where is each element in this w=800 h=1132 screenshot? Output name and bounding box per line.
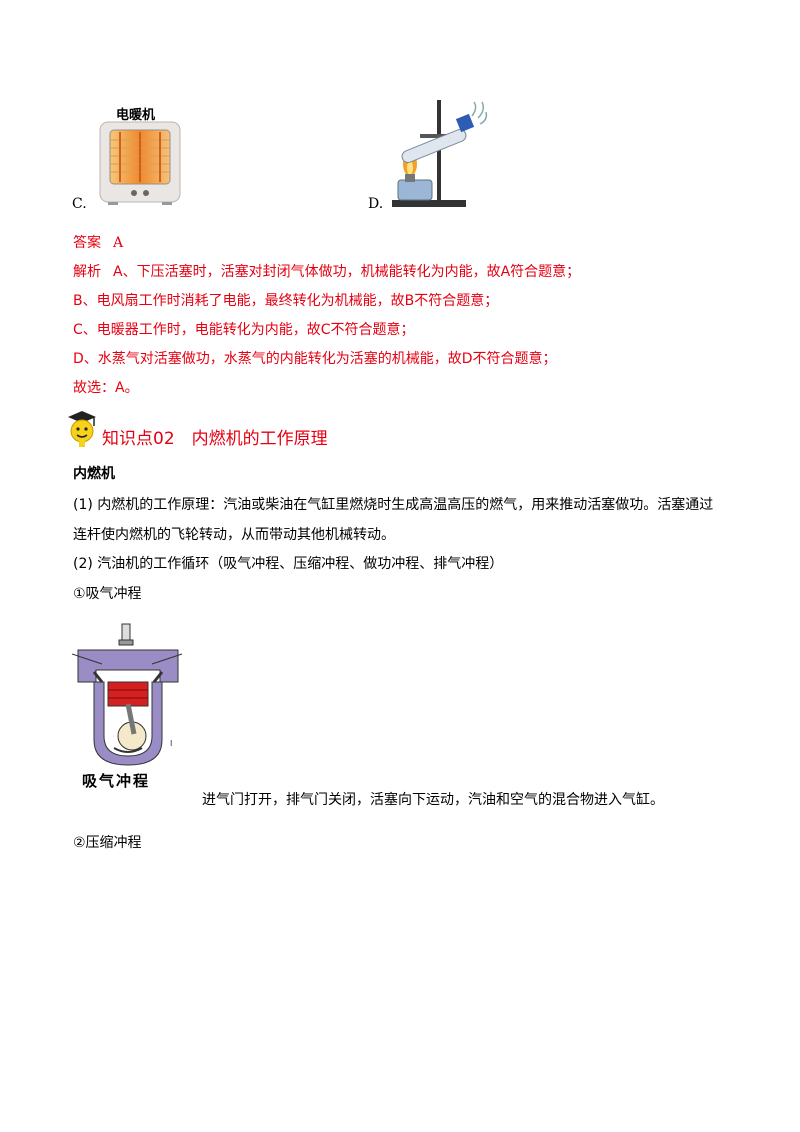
paragraph-2: (2) 汽油机的工作循环（吸气冲程、压缩冲程、做功冲程、排气冲程） bbox=[73, 556, 504, 572]
paragraph-1-line-1: (1) 内燃机的工作原理：汽油或柴油在气缸里燃烧时生成高温高压的燃气，用来推动活… bbox=[73, 497, 714, 513]
engine-cylinder-icon: I bbox=[72, 623, 183, 766]
explain-conclusion: 故选：A。 bbox=[73, 380, 139, 396]
test-tube-heating-icon bbox=[392, 100, 488, 207]
option-c-label: C. bbox=[72, 196, 87, 212]
paragraph-1-line-2: 连杆使内燃机的飞轮转动，从而带动其他机械转动。 bbox=[73, 527, 395, 543]
graduate-mascot-icon bbox=[68, 411, 96, 447]
heater-image: 电暖机 bbox=[94, 100, 190, 208]
section-heading: 知识点02 内燃机的工作原理 bbox=[102, 429, 328, 449]
intake-stroke-figure: I 吸气冲程 bbox=[72, 620, 184, 796]
answer-value: A bbox=[113, 235, 124, 251]
svg-text:I: I bbox=[170, 739, 172, 748]
subheading: 内燃机 bbox=[73, 466, 115, 482]
explain-line-c: C、电暖器工作时，电能转化为内能，故C不符合题意； bbox=[73, 322, 415, 338]
explain-line-1: 解析 A、下压活塞时，活塞对封闭气体做功，机械能转化为内能，故A符合题意； bbox=[73, 261, 580, 281]
stroke-1-description: 进气门打开，排气门关闭，活塞向下运动，汽油和空气的混合物进入气缸。 bbox=[202, 792, 664, 808]
option-c: C. 电暖机 bbox=[72, 100, 192, 212]
answer-line: 答案 A bbox=[73, 232, 123, 252]
heater-icon bbox=[99, 121, 181, 205]
explain-line-b: B、电风扇工作时消耗了电能，最终转化为机械能，故B不符合题意； bbox=[73, 293, 499, 309]
answer-label: 答案 bbox=[73, 235, 101, 251]
explain-line-d: D、水蒸气对活塞做功，水蒸气的内能转化为活塞的机械能，故D不符合题意； bbox=[73, 351, 557, 367]
option-d-label: D. bbox=[368, 196, 384, 212]
intake-figure-caption: 吸气冲程 bbox=[82, 772, 151, 790]
section-header: 知识点02 内燃机的工作原理 bbox=[62, 408, 462, 449]
explain-label: 解析 bbox=[73, 264, 101, 280]
stroke-1-title: ①吸气冲程 bbox=[73, 586, 142, 602]
heater-caption: 电暖机 bbox=[116, 108, 156, 123]
explain-text-a: A、下压活塞时，活塞对封闭气体做功，机械能转化为内能，故A符合题意； bbox=[113, 264, 581, 280]
option-d: D. bbox=[368, 96, 498, 212]
stroke-2-title: ②压缩冲程 bbox=[73, 835, 142, 851]
